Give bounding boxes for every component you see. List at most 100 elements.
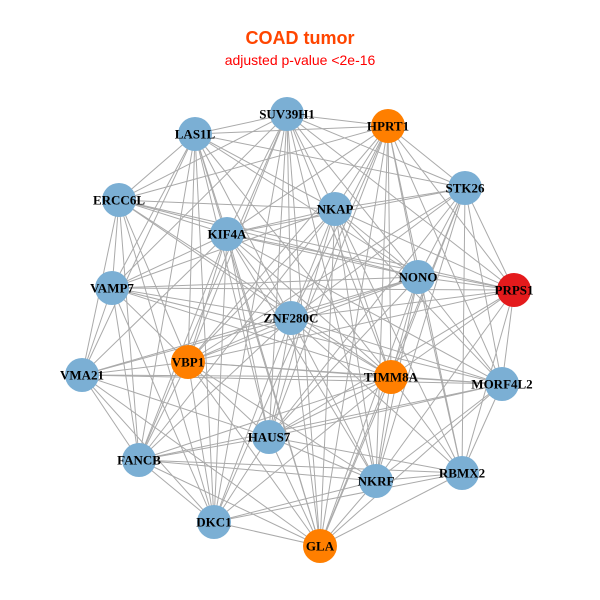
edge-VMA21-GLA <box>81 374 321 547</box>
edge-VMA21-TIMM8A <box>81 374 392 378</box>
node-label: RBMX2 <box>439 466 485 481</box>
node-circle <box>252 420 286 454</box>
edge-ZNF280C-GLA <box>290 317 321 547</box>
edge-VAMP7-TIMM8A <box>111 287 392 378</box>
edge-SUV39H1-HAUS7 <box>268 113 288 438</box>
chart-subtitle: adjusted p-value <2e-16 <box>224 52 376 68</box>
node-circle <box>374 360 408 394</box>
node-label: KIF4A <box>208 227 248 242</box>
edge-STK26-NKRF <box>375 187 466 482</box>
edge-STK26-NKAP <box>334 187 466 210</box>
node-label: NKAP <box>317 202 354 217</box>
node-HAUS7: HAUS7 <box>248 420 291 454</box>
edge-ZNF280C-HAUS7 <box>268 317 292 438</box>
edge-KIF4A-GLA <box>226 233 321 547</box>
edge-MORF4L2-FANCB <box>138 383 503 461</box>
node-circle <box>171 345 205 379</box>
node-label: SUV39H1 <box>259 107 315 122</box>
node-circle <box>274 301 308 335</box>
node-label: TIMM8A <box>364 370 419 385</box>
edge-LAS1L-TIMM8A <box>194 133 392 378</box>
edge-LAS1L-HAUS7 <box>194 133 270 438</box>
edge-LAS1L-NKAP <box>194 133 336 210</box>
edge-NKAP-MORF4L2 <box>334 208 503 385</box>
node-STK26: STK26 <box>445 171 485 205</box>
edge-HPRT1-RBMX2 <box>387 125 463 474</box>
node-circle <box>485 367 519 401</box>
node-circle <box>401 260 435 294</box>
node-GLA: GLA <box>303 529 337 563</box>
edge-NKAP-GLA <box>319 208 336 547</box>
edge-KIF4A-VAMP7 <box>111 233 228 289</box>
edge-TIMM8A-HAUS7 <box>268 376 392 438</box>
edge-KIF4A-TIMM8A <box>226 233 392 378</box>
node-VBP1: VBP1 <box>171 345 205 379</box>
node-circle <box>102 183 136 217</box>
node-circle <box>270 97 304 131</box>
edge-MORF4L2-HAUS7 <box>268 383 503 438</box>
edge-MORF4L2-NKRF <box>375 383 503 482</box>
node-circle <box>371 109 405 143</box>
edge-VAMP7-FANCB <box>111 287 140 461</box>
edge-LAS1L-DKC1 <box>194 133 215 523</box>
node-VMA21: VMA21 <box>60 358 104 392</box>
edge-LAS1L-VMA21 <box>81 133 196 376</box>
edge-STK26-PRPS1 <box>464 187 515 291</box>
node-circle <box>197 505 231 539</box>
edge-HAUS7-FANCB <box>138 436 270 461</box>
edge-HAUS7-RBMX2 <box>268 436 463 474</box>
edge-PRPS1-ZNF280C <box>290 289 515 319</box>
edge-HPRT1-HAUS7 <box>268 125 389 438</box>
node-KIF4A: KIF4A <box>208 217 248 251</box>
edge-NKAP-NKRF <box>334 208 377 482</box>
edge-DKC1-GLA <box>213 521 321 547</box>
edge-ZNF280C-VBP1 <box>187 317 292 363</box>
node-circle <box>303 529 337 563</box>
edge-VBP1-FANCB <box>138 361 189 461</box>
edge-ZNF280C-RBMX2 <box>290 317 463 474</box>
node-label: NKRF <box>358 474 395 489</box>
edge-SUV39H1-TIMM8A <box>286 113 392 378</box>
node-SUV39H1: SUV39H1 <box>259 97 315 131</box>
edge-RBMX2-DKC1 <box>213 472 463 523</box>
node-ZNF280C: ZNF280C <box>264 301 319 335</box>
edge-KIF4A-VBP1 <box>187 233 228 363</box>
edges-layer <box>81 113 515 547</box>
edge-ZNF280C-MORF4L2 <box>290 317 503 385</box>
node-label: PRPS1 <box>495 283 534 298</box>
edge-LAS1L-STK26 <box>194 133 466 189</box>
edge-ERCC6L-NONO <box>118 199 419 278</box>
edge-VAMP7-DKC1 <box>111 287 215 523</box>
edge-HPRT1-PRPS1 <box>387 125 515 291</box>
edge-STK26-ZNF280C <box>290 187 466 319</box>
edge-VAMP7-MORF4L2 <box>111 287 503 385</box>
node-label: DKC1 <box>196 515 231 530</box>
edge-TIMM8A-RBMX2 <box>390 376 463 474</box>
node-label: ZNF280C <box>264 311 319 326</box>
edge-VBP1-NKRF <box>187 361 377 482</box>
node-NKRF: NKRF <box>358 464 395 498</box>
edge-STK26-RBMX2 <box>461 187 466 474</box>
node-label: NONO <box>399 270 438 285</box>
edge-LAS1L-VBP1 <box>187 133 196 363</box>
edge-VAMP7-ZNF280C <box>111 287 292 319</box>
edge-VMA21-FANCB <box>81 374 140 461</box>
node-VAMP7: VAMP7 <box>90 271 134 305</box>
node-label: LAS1L <box>175 127 216 142</box>
node-FANCB: FANCB <box>117 443 161 477</box>
node-RBMX2: RBMX2 <box>439 456 485 490</box>
edge-HPRT1-NKRF <box>375 125 389 482</box>
node-circle <box>178 117 212 151</box>
node-PRPS1: PRPS1 <box>495 273 534 307</box>
edge-NONO-VMA21 <box>81 276 419 376</box>
edge-KIF4A-ZNF280C <box>226 233 292 319</box>
edge-HAUS7-NKRF <box>268 436 377 482</box>
edge-NKAP-RBMX2 <box>334 208 463 474</box>
node-label: VMA21 <box>60 368 104 383</box>
node-DKC1: DKC1 <box>196 505 232 539</box>
node-label: HAUS7 <box>248 430 291 445</box>
edge-MORF4L2-GLA <box>319 383 503 547</box>
edge-ERCC6L-PRPS1 <box>118 199 515 291</box>
